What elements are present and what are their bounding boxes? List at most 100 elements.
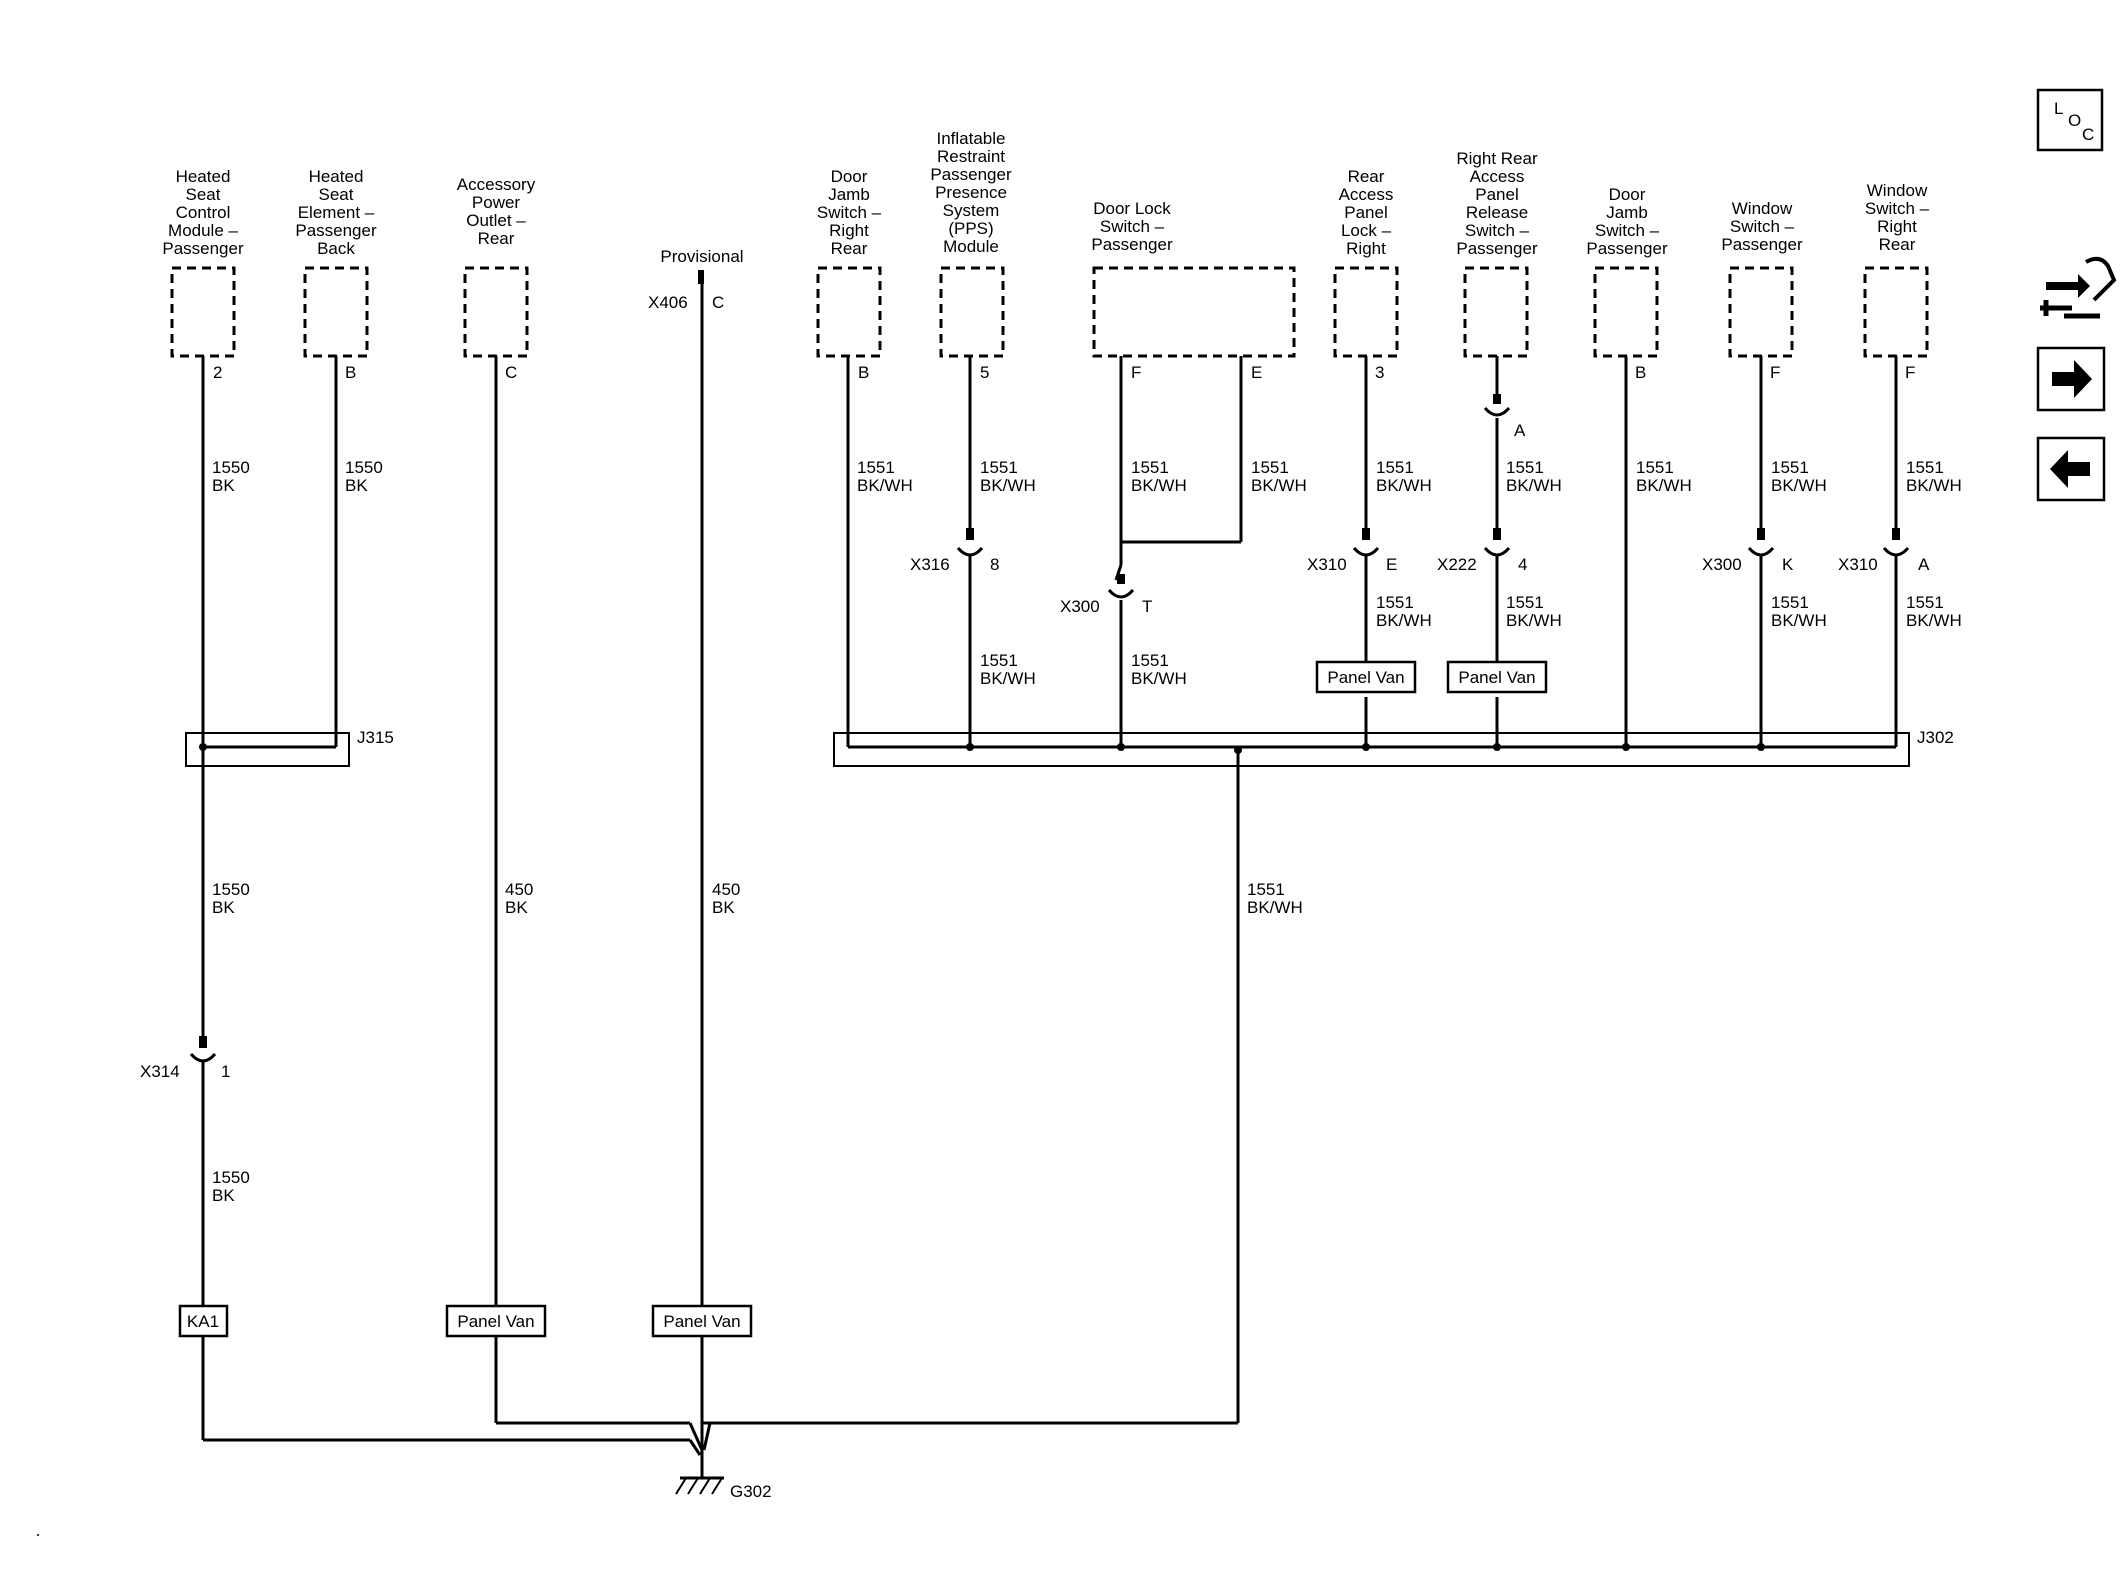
wire-label-w450: 450: [712, 880, 740, 899]
connector-tool-button[interactable]: [2040, 256, 2117, 319]
pin-label: B: [858, 363, 869, 382]
x314-label: X314: [140, 1062, 180, 1081]
ground-g302: G302: [675, 1450, 772, 1501]
wire-labels: 1550BK1550BK1550BK1550BK450BK450BK1551BK…: [212, 458, 1962, 1205]
rear-access-panel-lock-label-line: Rear: [1348, 167, 1385, 186]
window-switch-passenger-label-line: Passenger: [1721, 235, 1803, 254]
rear-access-panel-release-switch-label-line: Release: [1466, 203, 1528, 222]
wire-label-w1551: BK/WH: [1506, 611, 1562, 630]
wire-label-w1551: BK/WH: [1131, 669, 1187, 688]
x310-e-pin: E: [1386, 555, 1397, 574]
splice-dots: [199, 743, 1765, 754]
rear-access-panel-lock-box: [1333, 266, 1399, 358]
rear-access-panel-release-switch-label-line: Switch –: [1465, 221, 1530, 240]
rear-access-panel-lock-label-line: Panel: [1344, 203, 1387, 222]
x300-t-connector-symbol: [1107, 588, 1135, 599]
door-lock-switch-passenger-label-line: Passenger: [1091, 235, 1173, 254]
wire-label-w1551: 1551: [1247, 880, 1285, 899]
heated-seat-control-module-label-line: Seat: [186, 185, 221, 204]
panel-van-tag-label: Panel Van: [1458, 668, 1535, 687]
wire-label-w1550: 1550: [212, 1168, 250, 1187]
window-switch-right-rear-label-line: Right: [1877, 217, 1917, 236]
heated-seat-element-label-line: Element –: [298, 203, 375, 222]
accessory-power-outlet-label-line: Power: [472, 193, 521, 212]
heated-seat-control-module-label-line: Passenger: [162, 239, 244, 258]
x314-connector-symbol: [189, 1052, 217, 1063]
j302-label: J302: [1917, 728, 1954, 747]
rear-access-panel-release-switch-label-line: Right Rear: [1456, 149, 1538, 168]
loc-icon: [2036, 88, 2104, 152]
window-switch-right-rear-label-line: Switch –: [1865, 199, 1930, 218]
heated-seat-element-label-line: Seat: [319, 185, 354, 204]
wire-label-w1551: 1551: [857, 458, 895, 477]
x300-k-connector-symbol: [1747, 546, 1775, 557]
wire-label-w1551: BK/WH: [980, 669, 1036, 688]
wire-label-w1551: 1551: [1506, 593, 1544, 612]
arrow-left-icon: [2050, 450, 2090, 488]
rear-access-panel-release-switch-label-line: Access: [1470, 167, 1525, 186]
x406-pin-label: C: [712, 293, 724, 312]
inline-connectors: X316 8 X300 T X310 E X222 4 X300 K X310 …: [140, 394, 1930, 1306]
panel-van-tag-label: Panel Van: [1327, 668, 1404, 687]
provisional-pin-stub: [698, 270, 704, 284]
rear-access-panel-release-switch-box: [1463, 266, 1529, 358]
connector-tool-icon: [2040, 256, 2117, 319]
window-switch-passenger-label-line: Switch –: [1730, 217, 1795, 236]
wire-label-w1551: 1551: [980, 458, 1018, 477]
pin-label: C: [505, 363, 517, 382]
rear-access-panel-release-switch-label-line: Passenger: [1456, 239, 1538, 258]
pps-module-label-line: Inflatable: [937, 129, 1006, 148]
door-lock-switch-passenger-label-line: Door Lock: [1093, 199, 1171, 218]
heated-seat-element-label-line: Passenger: [295, 221, 377, 240]
wire-label-w450: BK: [505, 898, 528, 917]
ka1-tag-label: KA1: [187, 1312, 219, 1331]
rear-access-panel-lock-label-line: Access: [1339, 185, 1394, 204]
wire-label-w1550: BK: [212, 1186, 235, 1205]
wire-label-w1551: 1551: [1131, 651, 1169, 670]
door-lock-switch-passenger-box: [1092, 266, 1296, 358]
loc-letter: O: [2068, 111, 2081, 130]
door-jamb-switch-passenger-label-line: Passenger: [1586, 239, 1668, 258]
x316-pin: 8: [990, 555, 999, 574]
pin-label: B: [1635, 363, 1646, 382]
panel-van-tag: [445, 1304, 547, 1338]
accessory-power-outlet-box: [463, 266, 529, 358]
wire-label-w1551: 1551: [980, 651, 1018, 670]
provisional-label: Provisional: [660, 247, 743, 266]
release-switch-connector-symbol: [1483, 406, 1511, 417]
x310-a-connector-symbol: [1882, 546, 1910, 557]
wire-label-w1551: BK/WH: [1376, 611, 1432, 630]
window-switch-right-rear-label-line: Rear: [1879, 235, 1916, 254]
door-jamb-switch-right-rear-label-line: Right: [829, 221, 869, 240]
wire-label-w1550: BK: [212, 476, 235, 495]
next-page-button[interactable]: [2036, 346, 2106, 412]
previous-page-button[interactable]: [2036, 436, 2106, 502]
wire-label-w1550: 1550: [212, 880, 250, 899]
j315-label: J315: [357, 728, 394, 747]
panel-van-tag: [1446, 660, 1548, 694]
x310-e-connector-symbol: [1352, 546, 1380, 557]
g302-label: G302: [730, 1482, 772, 1501]
accessory-power-outlet-label-line: Accessory: [457, 175, 536, 194]
x300-t-label: X300: [1060, 597, 1100, 616]
loc-button[interactable]: L O C: [2036, 88, 2104, 152]
x222-connector-symbol: [1483, 546, 1511, 557]
splice-packs: J315 J302: [185, 728, 1954, 767]
wire-label-w1551: BK/WH: [1906, 611, 1962, 630]
panel-van-tag: [651, 1304, 753, 1338]
door-jamb-switch-right-rear-label-line: Rear: [831, 239, 868, 258]
wire-label-w1551: BK/WH: [1247, 898, 1303, 917]
j315-splice-pack: [185, 732, 350, 767]
pps-module-label-line: Restraint: [937, 147, 1005, 166]
wire-label-w1551: 1551: [1251, 458, 1289, 477]
wires: [201, 284, 1898, 1456]
pin-label: F: [1905, 363, 1915, 382]
wire-label-w450: 450: [505, 880, 533, 899]
panel-van-tag-label: Panel Van: [457, 1312, 534, 1331]
pps-module-label-line: (PPS): [948, 219, 993, 238]
door-jamb-switch-right-rear-label-line: Door: [831, 167, 868, 186]
x300-k-label: X300: [1702, 555, 1742, 574]
arrow-right-icon: [2052, 360, 2092, 398]
x300-k-pin: K: [1782, 555, 1794, 574]
